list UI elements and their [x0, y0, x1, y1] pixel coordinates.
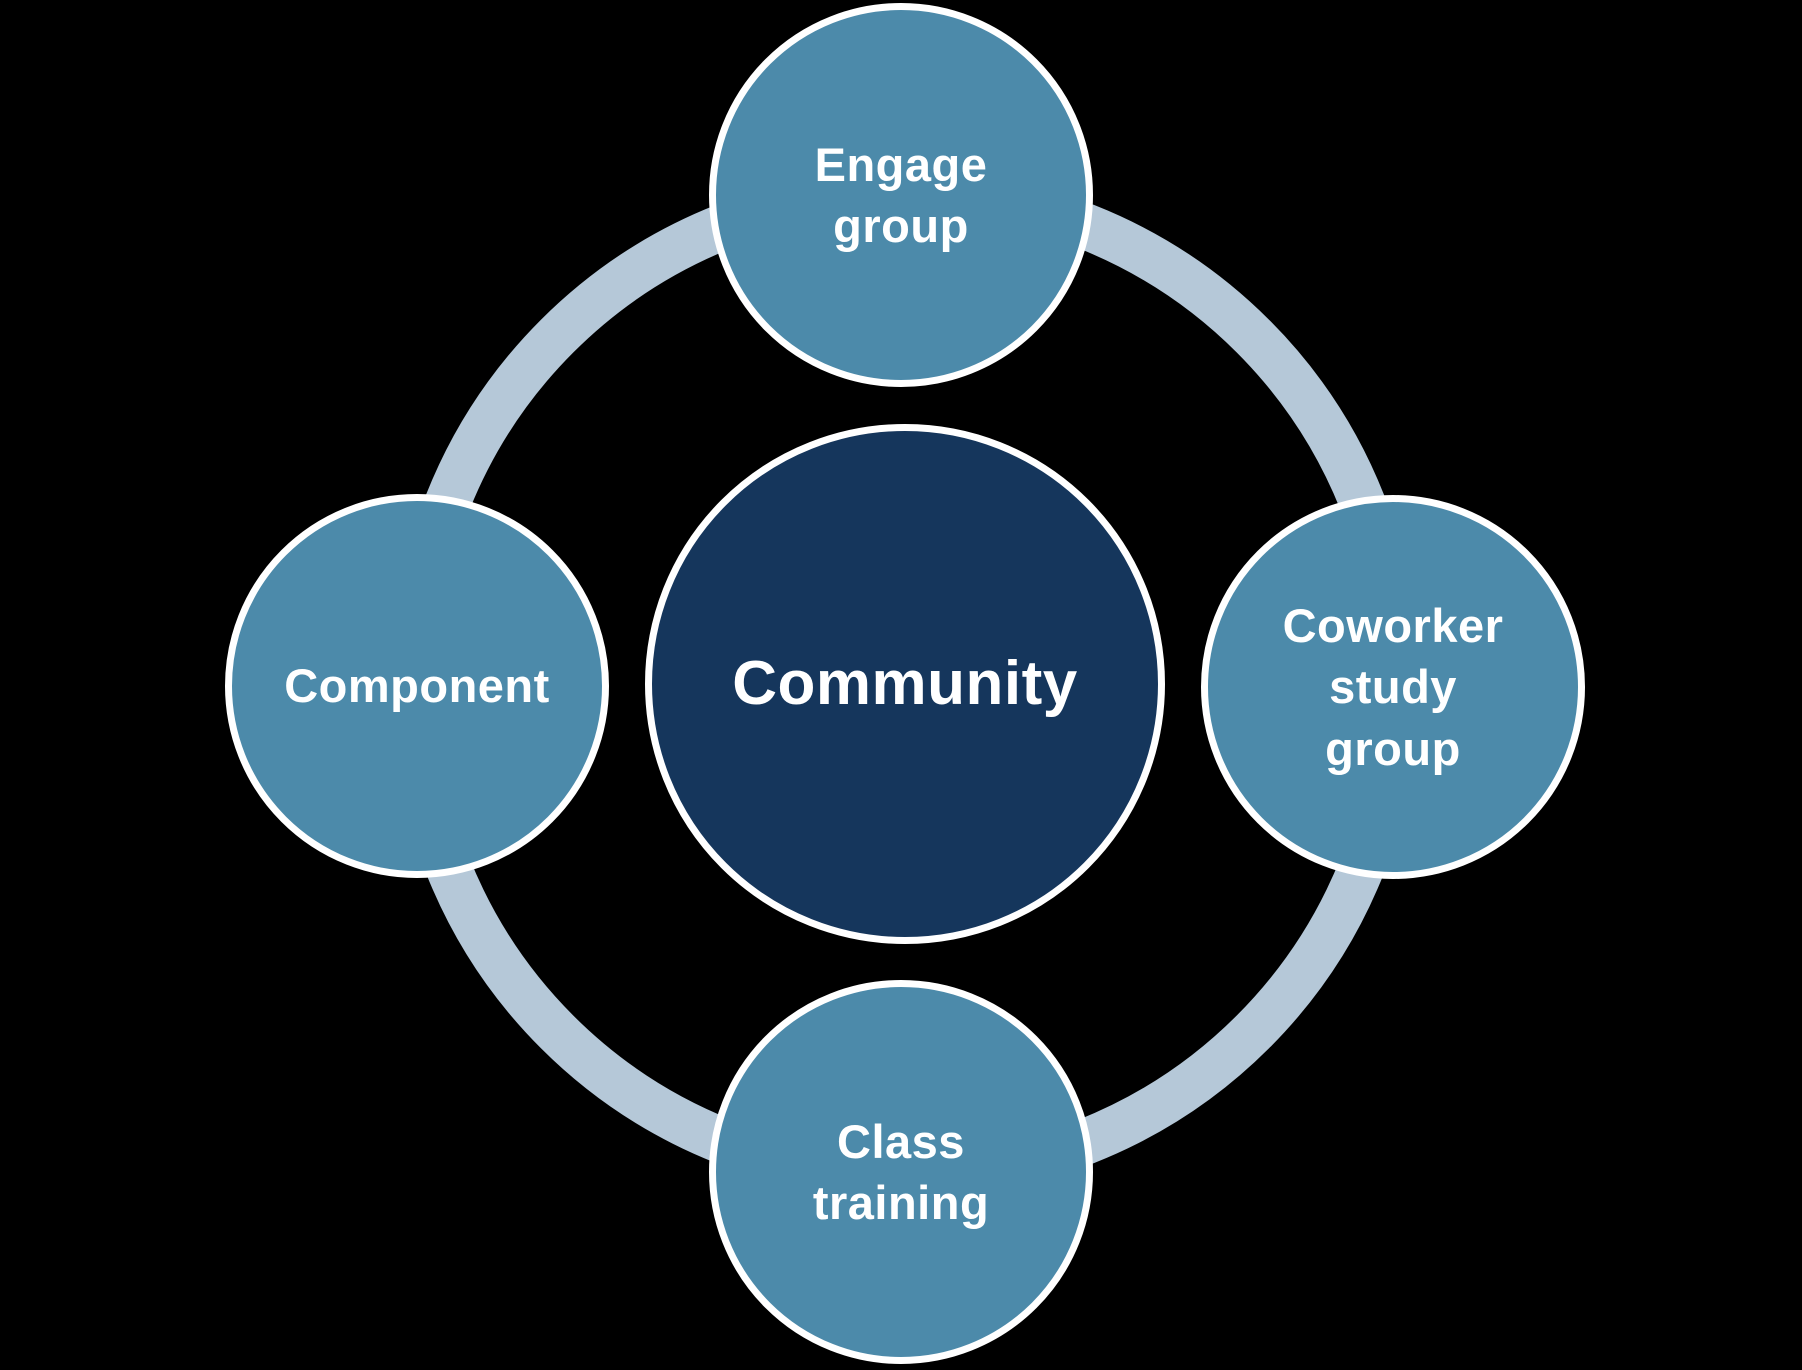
node-component: Component: [225, 494, 609, 878]
node-component-label: Component: [284, 659, 550, 713]
node-class-training-label: Class training: [812, 1114, 990, 1229]
node-coworker-study-group: Coworker study group: [1201, 495, 1585, 879]
node-class-training: Class training: [709, 980, 1093, 1364]
node-community-label: Community: [732, 648, 1078, 718]
node-coworker-study-group-label: Coworker study group: [1282, 599, 1504, 775]
node-engage-group: Engage group: [709, 3, 1093, 387]
node-community: Community: [645, 424, 1165, 944]
node-engage-group-label: Engage group: [814, 137, 988, 252]
